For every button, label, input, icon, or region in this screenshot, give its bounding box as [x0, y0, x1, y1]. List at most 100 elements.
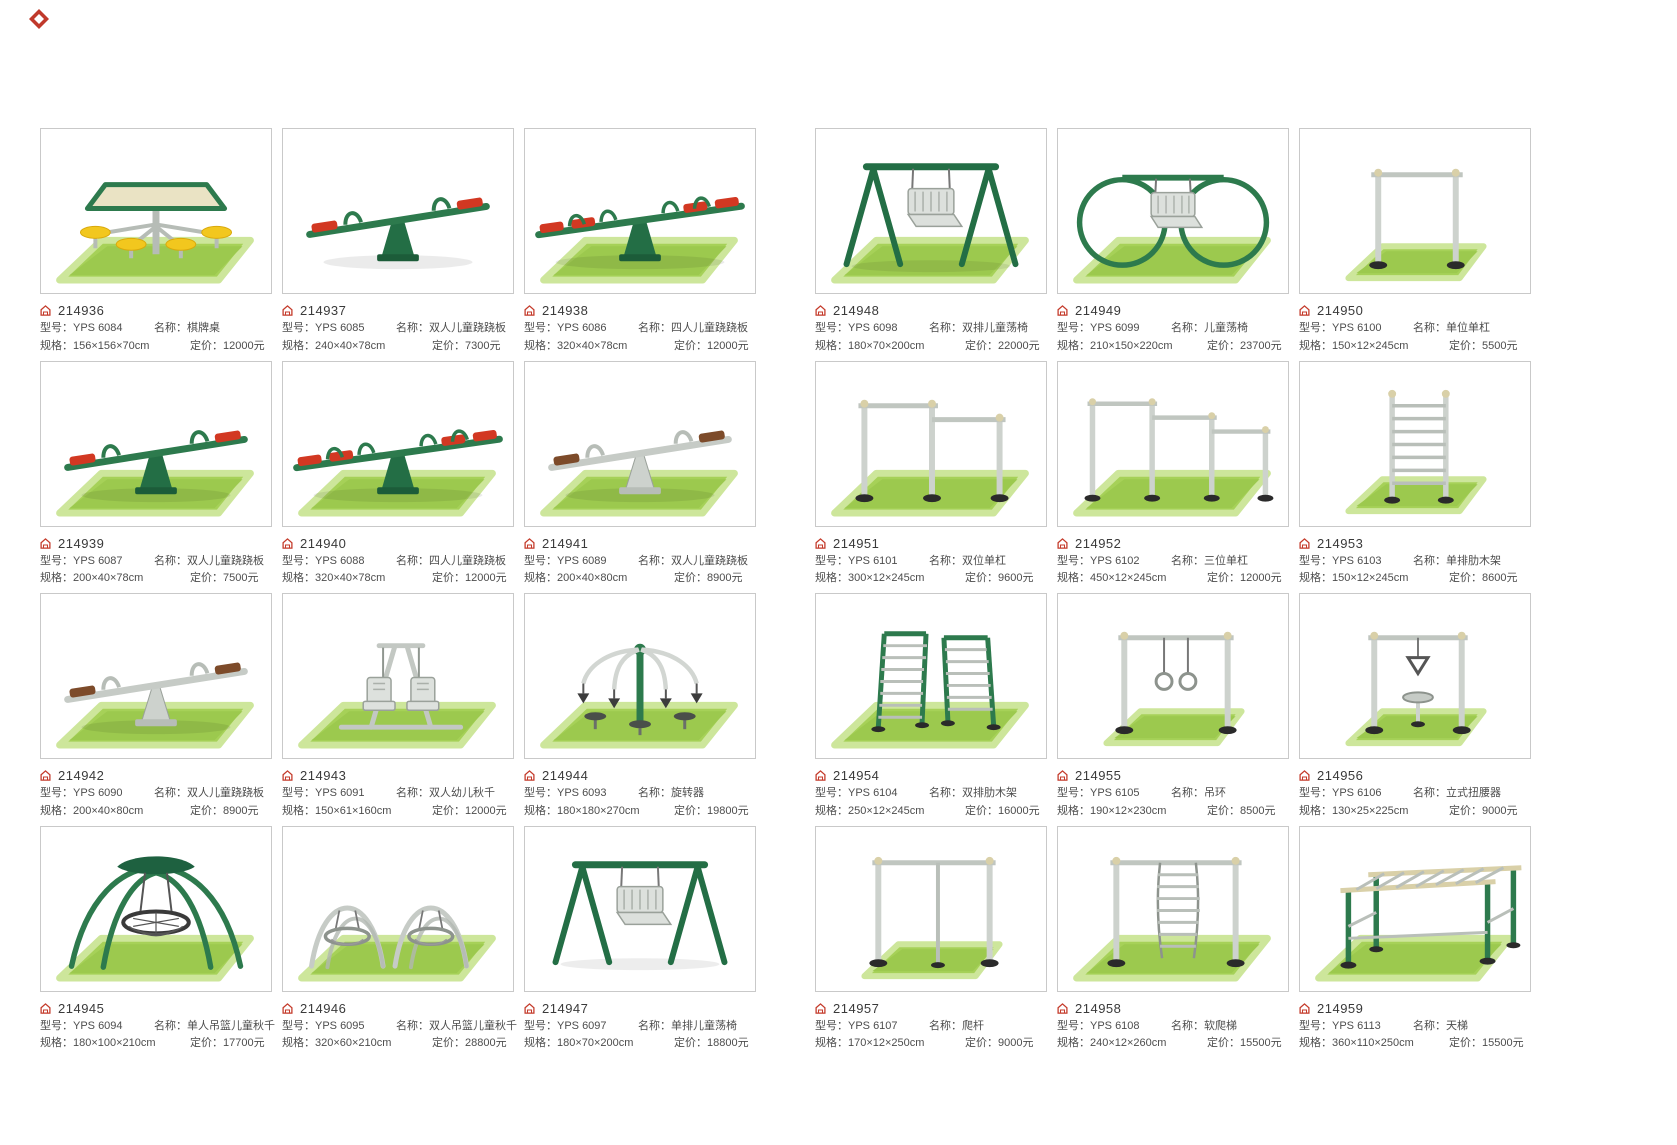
model-segment: 型号：YPS 6089 [524, 555, 638, 569]
name-label: 名称： [929, 322, 962, 334]
name-value: 单排儿童荡椅 [671, 1019, 737, 1032]
spec-price-line: 规格：320×60×210cm 定价：28800元 [282, 1037, 514, 1051]
product-illustration [283, 362, 513, 526]
product-image-frame [282, 593, 514, 759]
product-id: 214953 [1317, 535, 1364, 551]
price-label: 定价： [965, 339, 998, 352]
product-illustration [525, 594, 755, 758]
model-name-line: 型号：YPS 6088 名称：四人儿童跷跷板 [282, 555, 514, 569]
product-illustration [816, 129, 1046, 293]
product-card-214945: 214945 型号：YPS 6094 名称：单人吊篮儿童秋千 规格：180×10… [40, 825, 275, 1052]
price-segment: 定价：8900元 [674, 572, 742, 586]
product-id-row: 214951 [815, 536, 1047, 551]
model-name-line: 型号：YPS 6091 名称：双人幼儿秋千 [282, 787, 514, 801]
product-id: 214952 [1075, 535, 1122, 551]
product-id: 214940 [300, 535, 347, 551]
model-value: YPS 6104 [848, 787, 898, 799]
model-segment: 型号：YPS 6108 [1057, 1020, 1171, 1034]
name-value: 双人幼儿秋千 [429, 787, 495, 799]
product-image-frame [40, 825, 272, 992]
model-segment: 型号：YPS 6094 [40, 1020, 154, 1034]
spec-value: 156×156×70cm [73, 339, 150, 352]
spec-price-line: 规格：150×61×160cm 定价：12000元 [282, 805, 514, 819]
name-value: 双位单杠 [962, 554, 1006, 567]
house-icon [40, 770, 51, 781]
name-segment: 名称：单排儿童荡椅 [638, 1020, 737, 1034]
product-image-frame [40, 128, 272, 294]
spec-label: 规格： [1299, 1037, 1332, 1050]
product-image-frame [815, 825, 1047, 992]
spec-value: 320×40×78cm [315, 572, 386, 585]
price-value: 7500元 [223, 572, 259, 585]
model-segment: 型号：YPS 6090 [40, 787, 154, 801]
product-id-row: 214959 [1299, 1001, 1531, 1016]
spec-price-line: 规格：180×70×200cm 定价：22000元 [815, 340, 1047, 354]
product-image-frame [524, 360, 756, 527]
name-segment: 名称：旋转器 [638, 787, 704, 801]
model-label: 型号： [524, 554, 557, 567]
model-value: YPS 6093 [557, 787, 607, 799]
price-value: 17700元 [223, 1037, 265, 1050]
price-label: 定价： [1207, 1037, 1240, 1050]
name-label: 名称： [1171, 787, 1204, 799]
spec-value: 450×12×245cm [1090, 572, 1167, 585]
name-value: 棋牌桌 [187, 322, 220, 334]
name-segment: 名称：天梯 [1413, 1020, 1468, 1034]
spec-label: 规格： [282, 339, 315, 352]
spec-label: 规格： [1299, 572, 1332, 585]
model-value: YPS 6086 [557, 322, 607, 334]
model-label: 型号： [282, 787, 315, 799]
spec-label: 规格： [815, 804, 848, 817]
product-image-frame [1299, 825, 1531, 992]
model-label: 型号： [1057, 322, 1090, 334]
spec-segment: 规格：200×40×80cm [524, 572, 674, 586]
product-illustration [283, 129, 513, 293]
product-image-frame [1057, 360, 1289, 527]
spec-segment: 规格：300×12×245cm [815, 572, 965, 586]
spec-price-line: 规格：240×40×78cm 定价：7300元 [282, 340, 514, 354]
name-label: 名称： [638, 554, 671, 567]
product-id-row: 214949 [1057, 303, 1289, 318]
model-name-line: 型号：YPS 6084 名称：棋牌桌 [40, 322, 272, 336]
spec-segment: 规格：190×12×230cm [1057, 805, 1207, 819]
product-id-row: 214939 [40, 536, 272, 551]
price-label: 定价： [965, 572, 998, 585]
name-value: 三位单杠 [1204, 554, 1248, 567]
name-label: 名称： [154, 322, 187, 334]
model-label: 型号： [282, 1019, 315, 1032]
product-card-214959: 214959 型号：YPS 6113 名称：天梯 规格：360×110×250c… [1299, 825, 1531, 1052]
name-label: 名称： [929, 554, 962, 567]
house-icon [1299, 770, 1310, 781]
name-value: 儿童荡椅 [1204, 322, 1248, 334]
name-value: 立式扭腰器 [1446, 787, 1501, 799]
product-id: 214944 [542, 768, 589, 783]
price-value: 16000元 [998, 804, 1040, 817]
product-card-214943: 214943 型号：YPS 6091 名称：双人幼儿秋千 规格：150×61×1… [282, 593, 514, 819]
price-label: 定价： [432, 339, 465, 352]
model-segment: 型号：YPS 6084 [40, 322, 154, 336]
product-id: 214936 [58, 303, 105, 318]
price-value: 12000元 [223, 339, 265, 352]
grid-left: 214936 型号：YPS 6084 名称：棋牌桌 规格：156×156×70c… [40, 128, 756, 1051]
name-label: 名称： [154, 554, 187, 567]
product-illustration [1058, 594, 1288, 758]
price-value: 12000元 [707, 339, 749, 352]
spec-price-line: 规格：156×156×70cm 定价：12000元 [40, 340, 272, 354]
spec-value: 320×60×210cm [315, 1037, 392, 1050]
model-label: 型号： [40, 1019, 73, 1032]
product-card-214950: 214950 型号：YPS 6100 名称：单位单杠 规格：150×12×245… [1299, 128, 1531, 354]
product-card-214952: 214952 型号：YPS 6102 名称：三位单杠 规格：450×12×245… [1057, 360, 1289, 587]
product-illustration [816, 827, 1046, 991]
product-id-row: 214958 [1057, 1001, 1289, 1016]
model-label: 型号： [1299, 322, 1332, 334]
name-value: 双人儿童跷跷板 [671, 554, 748, 567]
house-icon [815, 537, 826, 549]
name-value: 双人吊篮儿童秋千 [429, 1019, 517, 1032]
spec-segment: 规格：320×40×78cm [282, 572, 432, 586]
model-name-line: 型号：YPS 6104 名称：双排肋木架 [815, 787, 1047, 801]
price-label: 定价： [1207, 339, 1240, 352]
spec-price-line: 规格：150×12×245cm 定价：8600元 [1299, 572, 1531, 586]
price-segment: 定价：8600元 [1449, 572, 1517, 586]
spec-label: 规格： [282, 804, 315, 817]
price-label: 定价： [190, 1037, 223, 1050]
